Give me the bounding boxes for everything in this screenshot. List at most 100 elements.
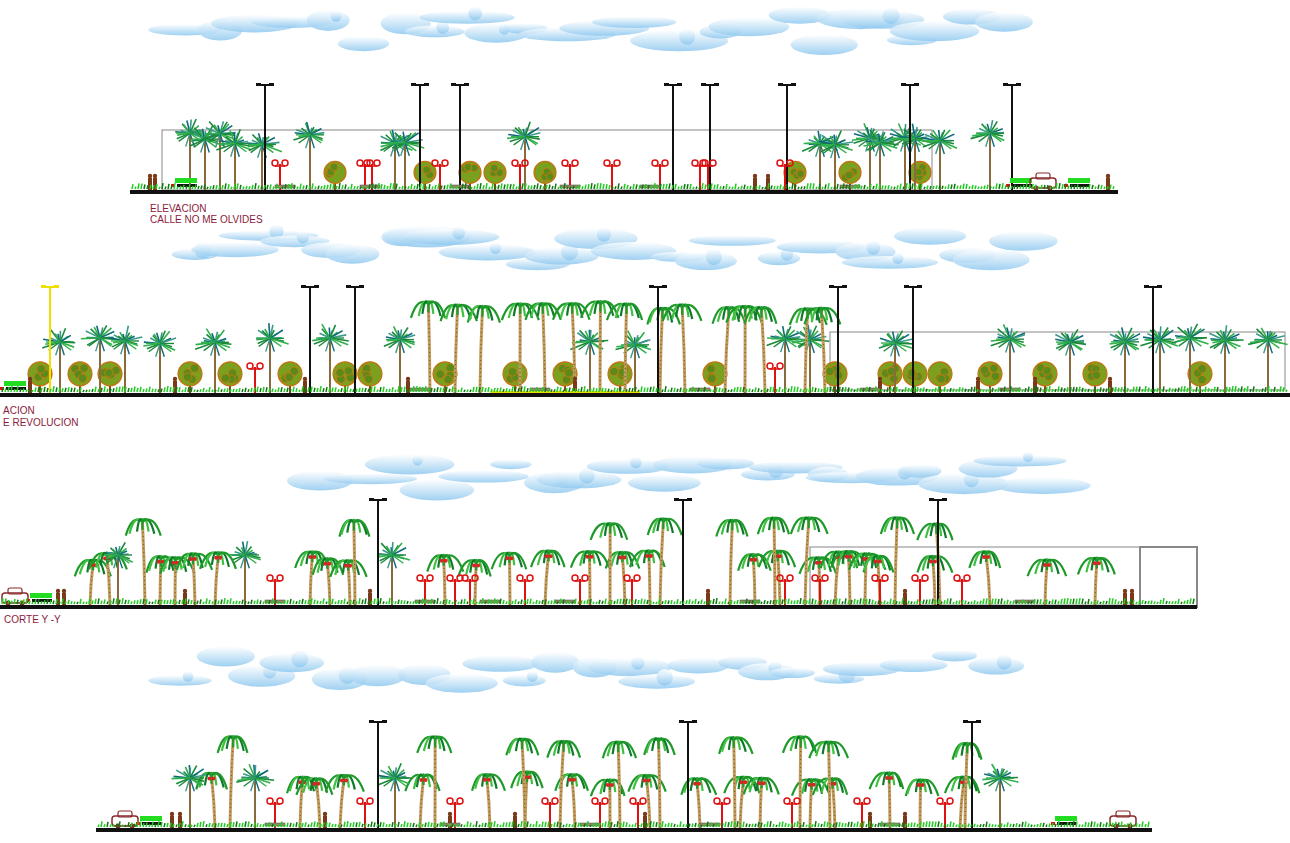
grass: [801, 186, 802, 189]
grass: [224, 389, 225, 392]
grass: [764, 388, 765, 392]
grass: [282, 186, 283, 189]
grass: [603, 184, 604, 189]
grass: [752, 390, 753, 392]
grass: [488, 387, 489, 392]
grass: [855, 184, 856, 189]
crown-leaf: [183, 373, 191, 381]
grass: [1049, 386, 1050, 392]
grass: [372, 183, 373, 189]
grass: [47, 388, 48, 392]
grass: [674, 388, 675, 392]
globe: [247, 363, 253, 369]
lamp-head: [301, 285, 306, 288]
grass: [735, 184, 736, 189]
grass: [1100, 387, 1101, 392]
grass: [314, 388, 315, 392]
grass: [846, 185, 847, 189]
cloud-puff: [883, 7, 900, 24]
grass: [1187, 388, 1188, 392]
grass: [333, 184, 334, 189]
grass: [401, 387, 402, 392]
cloud-puff: [468, 7, 482, 21]
grass: [197, 390, 198, 392]
grass: [236, 389, 237, 392]
grass: [713, 390, 714, 392]
grass: [434, 388, 435, 392]
crown-leaf: [464, 163, 472, 171]
grass: [381, 184, 382, 189]
grass: [416, 386, 417, 392]
grass: [368, 389, 369, 392]
grass: [1190, 387, 1191, 392]
grass: [132, 184, 133, 189]
grass: [806, 388, 807, 392]
grass: [350, 389, 351, 392]
grass: [1130, 390, 1131, 392]
grass: [600, 183, 601, 189]
grass: [402, 186, 403, 189]
grass: [1139, 387, 1140, 392]
grass: [83, 390, 84, 392]
grass: [909, 183, 910, 189]
grass: [162, 183, 163, 189]
grass: [1151, 389, 1152, 392]
grass: [479, 387, 480, 392]
grass: [641, 386, 642, 392]
grass: [137, 388, 138, 392]
grass: [210, 186, 211, 189]
globe: [512, 160, 518, 166]
grass: [915, 185, 916, 189]
grass: [770, 387, 771, 392]
grass: [308, 387, 309, 392]
grass: [621, 187, 622, 189]
grass: [942, 186, 943, 189]
grass: [836, 390, 837, 392]
grass: [1017, 185, 1018, 189]
grass: [131, 388, 132, 392]
grass: [194, 389, 195, 392]
grass: [795, 185, 796, 189]
grass: [446, 387, 447, 392]
grass: [647, 388, 648, 392]
grass: [456, 186, 457, 189]
fan-palm: [507, 122, 540, 190]
symbol-top: [175, 178, 197, 183]
grass: [1043, 390, 1044, 392]
globe: [777, 160, 783, 166]
grass: [219, 186, 220, 189]
grass: [275, 390, 276, 392]
trunk: [625, 306, 627, 393]
grass: [531, 186, 532, 189]
grass: [977, 389, 978, 392]
grass: [1034, 386, 1035, 392]
grass: [419, 387, 420, 392]
grass: [516, 186, 517, 189]
lamp-post: [1003, 83, 1021, 190]
grass: [437, 387, 438, 392]
grass: [495, 186, 496, 189]
grass: [875, 386, 876, 392]
lamp-head: [269, 83, 274, 86]
grass: [1175, 389, 1176, 392]
grass: [968, 389, 969, 392]
grass: [71, 388, 72, 392]
grass: [345, 184, 346, 189]
grass: [201, 186, 202, 189]
grass: [923, 387, 924, 392]
grass: [590, 389, 591, 392]
grass: [857, 388, 858, 392]
grass: [398, 386, 399, 392]
grass: [828, 183, 829, 189]
globe: [282, 160, 288, 166]
cloud: [842, 256, 939, 269]
grass: [225, 183, 226, 189]
coconut-palm: [726, 306, 761, 393]
grass: [252, 185, 253, 189]
grass: [182, 390, 183, 392]
grass: [998, 387, 999, 392]
grass: [779, 387, 780, 392]
grass: [780, 185, 781, 189]
grass: [761, 390, 762, 392]
grass: [953, 389, 954, 392]
